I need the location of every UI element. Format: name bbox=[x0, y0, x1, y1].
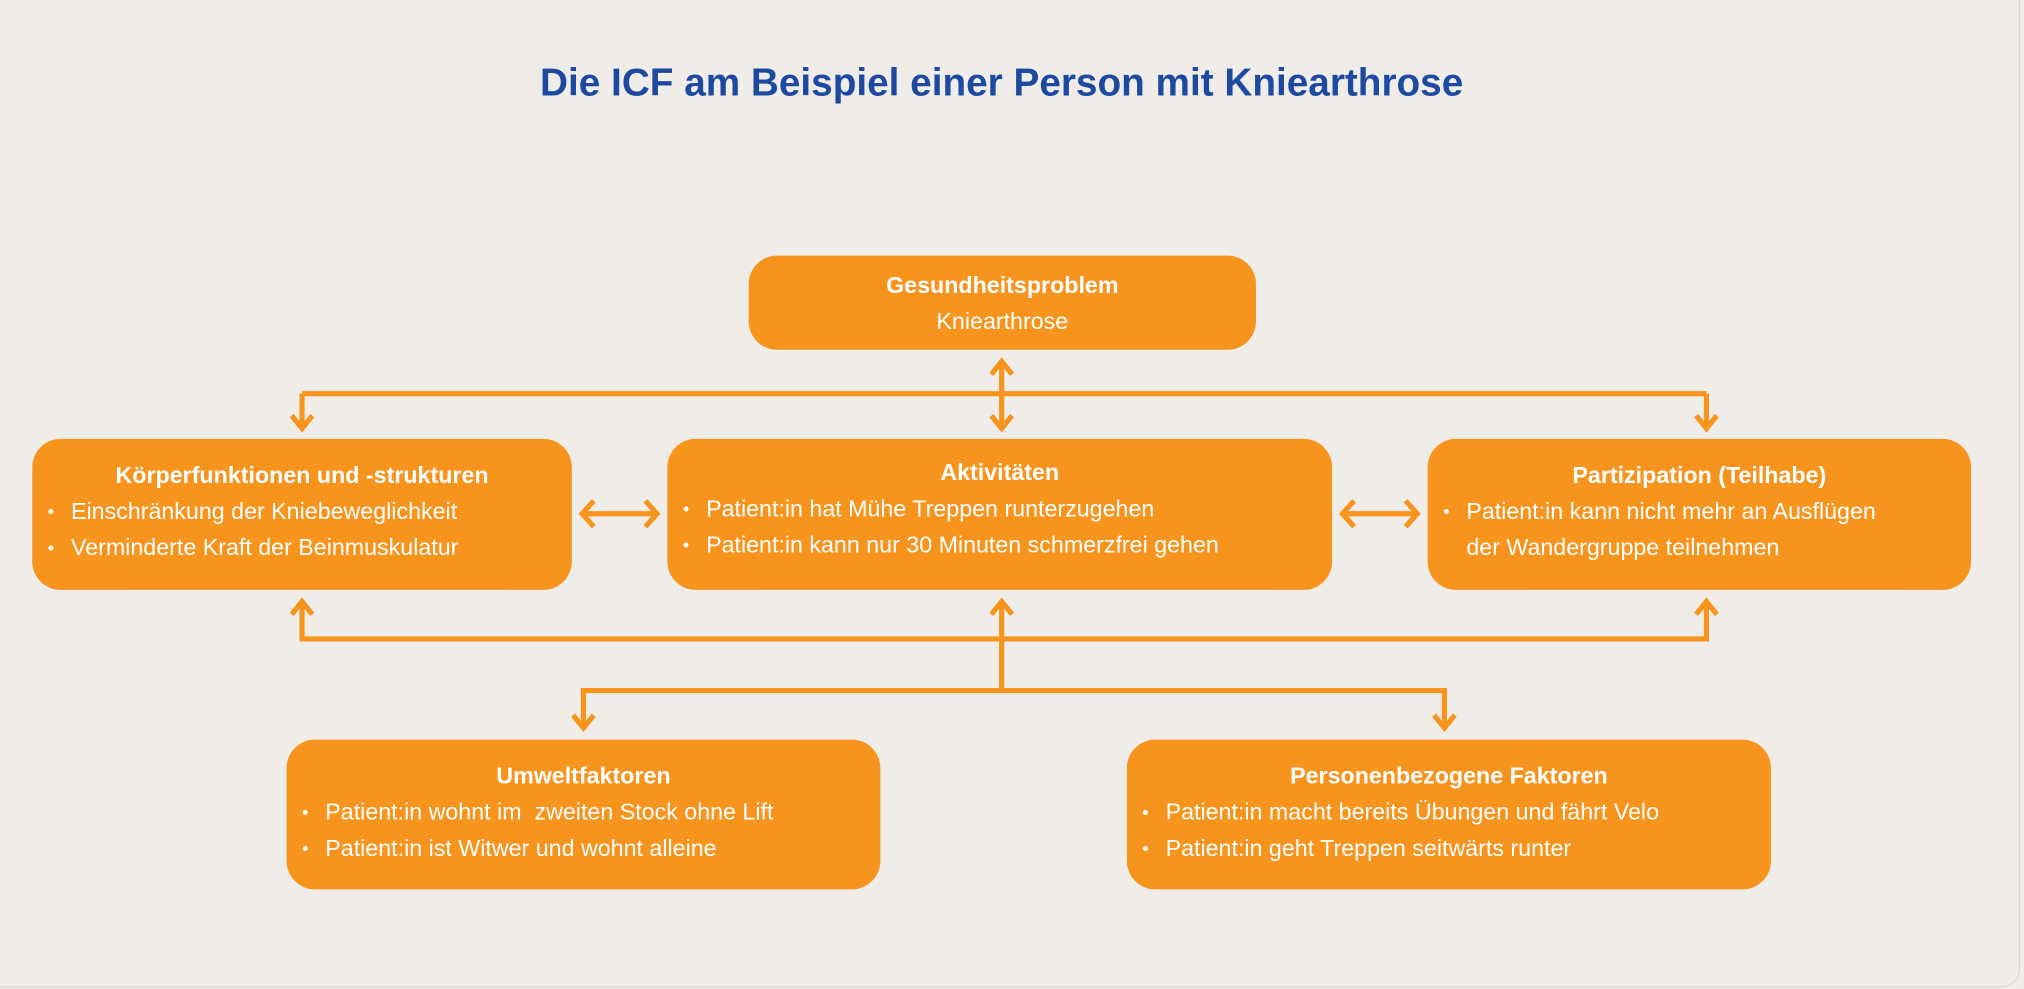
arrowhead-down-activities bbox=[989, 414, 1015, 433]
environmental-factors-heading: Umweltfaktoren bbox=[496, 762, 671, 789]
activities-heading: Aktivitäten bbox=[940, 459, 1060, 486]
participation-box: Partizipation (Teilhabe) Patient:in kann… bbox=[1427, 438, 1972, 590]
arrowhead-up-body bbox=[289, 597, 315, 617]
list-item: Patient:in kann nur 30 Minuten schmerzfr… bbox=[683, 527, 1332, 563]
list-item: Patient:in macht bereits Übungen und fäh… bbox=[1142, 794, 1771, 830]
personal-factors-box: Personenbezogene Faktoren Patient:in mac… bbox=[1126, 739, 1771, 890]
list-item: Patient:in ist Witwer und wohnt alleine bbox=[302, 830, 880, 866]
personal-factors-heading: Personenbezogene Faktoren bbox=[1290, 762, 1608, 789]
arrowhead-up-participation bbox=[1694, 597, 1719, 617]
health-problem-text: Kniearthrose bbox=[936, 308, 1069, 335]
list-item-continuation: der Wandergruppe teilnehmen bbox=[1466, 534, 1780, 561]
body-functions-box: Körperfunktionen und -strukturen Einschr… bbox=[32, 438, 572, 590]
arrowhead-down-body bbox=[289, 414, 315, 433]
list-item: Einschränkung der Kniebeweglichkeit bbox=[48, 493, 572, 529]
list-item: Patient:in kann nicht mehr an Ausflügen bbox=[1443, 493, 1971, 529]
diagram-title: Die ICF am Beispiel einer Person mit Kni… bbox=[540, 61, 1464, 105]
list-item: Patient:in geht Treppen seitwärts runter bbox=[1142, 830, 1771, 866]
double-arrow-body-activities bbox=[578, 499, 661, 529]
body-functions-heading: Körperfunktionen und -strukturen bbox=[115, 462, 489, 488]
top-connector-line bbox=[299, 362, 1710, 428]
double-arrow-activities-participation bbox=[1338, 499, 1421, 529]
list-item: Patient:in wohnt im zweiten Stock ohne L… bbox=[302, 794, 880, 830]
arrowhead-down-participation bbox=[1694, 414, 1719, 433]
list-item: Verminderte Kraft der Beinmuskulatur bbox=[48, 529, 572, 565]
bottom-connector-line bbox=[299, 602, 1710, 727]
health-problem-box: Gesundheitsproblem Kniearthrose bbox=[748, 255, 1256, 350]
environmental-factors-box: Umweltfaktoren Patient:in wohnt im zweit… bbox=[286, 739, 881, 890]
health-problem-heading: Gesundheitsproblem bbox=[886, 272, 1119, 299]
arrowhead-down-personal bbox=[1432, 713, 1457, 733]
arrowhead-up-health bbox=[989, 357, 1015, 376]
participation-heading: Partizipation (Teilhabe) bbox=[1572, 462, 1827, 488]
arrowhead-up-activities bbox=[989, 597, 1015, 617]
arrowhead-down-environment bbox=[571, 713, 596, 733]
activities-box: Aktivitäten Patient:in hat Mühe Treppen … bbox=[667, 438, 1333, 590]
list-item: Patient:in hat Mühe Treppen runterzugehe… bbox=[683, 491, 1332, 527]
